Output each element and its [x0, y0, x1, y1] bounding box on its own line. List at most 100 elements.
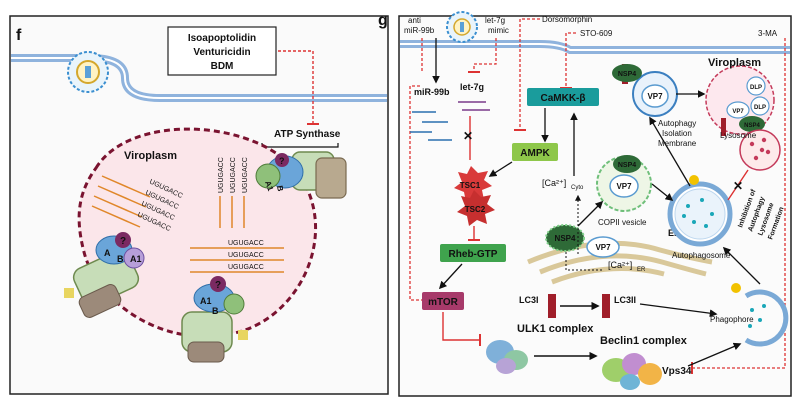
atp2-question-mark: ?: [120, 236, 126, 247]
lc3i-label: LC3I: [519, 295, 539, 305]
tsc2-label: TSC2: [465, 205, 486, 214]
rna-strands-left: [91, 175, 151, 228]
drug-venturicidin: Venturicidin: [193, 47, 250, 58]
lysosome: [739, 129, 781, 171]
anti-mir-label-line1: anti: [408, 16, 421, 25]
sequence-label-5: UGUGACC: [218, 157, 225, 193]
camkkb-label: CaMKK-β: [541, 93, 586, 104]
beclin1-label: Beclin1 complex: [600, 335, 688, 347]
copii-vesicle: VP7 NSP4: [596, 155, 652, 212]
atp2-subunit-a: A: [104, 248, 111, 258]
drug-box: [167, 26, 277, 76]
copii-to-autophagosome-arrow: [651, 183, 674, 201]
let7g-block-mark: ✕: [463, 129, 473, 143]
ca-er-sub: ER: [637, 267, 646, 273]
panel-g-letter: g: [378, 12, 388, 29]
tsc1-label: TSC1: [460, 181, 481, 190]
cell-membrane-g: [400, 40, 790, 54]
dlp-label-1: DLP: [750, 85, 762, 91]
atp3-question-mark: ?: [215, 280, 221, 291]
autophagosome: [667, 175, 733, 247]
phagophore-to-autophagosome-arrow: [722, 246, 761, 285]
lc3i-icon: [548, 294, 556, 318]
copii-vesicle-label: COPII vesicle: [598, 218, 647, 227]
drug-inhibition-line: [278, 50, 319, 125]
atp-synthase-complex-1: ? A1 B: [255, 151, 347, 199]
mtor-label: mTOR: [428, 297, 459, 308]
phagophore-label: Phagophore: [710, 315, 754, 324]
nsp4-copii-label: NSP4: [618, 162, 636, 169]
vps34-label: Vps34: [662, 366, 692, 377]
dlp-label-2: DLP: [754, 105, 766, 111]
let7g-label: let-7g: [460, 82, 484, 92]
ca-er-label: [Ca²⁺]: [608, 260, 632, 270]
vp7-er-icon: VP7: [586, 236, 620, 258]
er-to-copii-arrow: [577, 200, 604, 227]
ulk1-label: ULK1 complex: [517, 323, 594, 335]
autophagy-membrane-line1: Autophagy: [658, 119, 696, 128]
rna-strands-vertical: [219, 196, 245, 228]
lc3ii-label: LC3II: [614, 295, 636, 305]
lc3ii-icon: [602, 294, 610, 318]
sto609-label: STO-609: [580, 29, 613, 38]
panel-g: g anti miR-99b let-7g mimic Dorsomorphin…: [378, 11, 792, 397]
rotavirus-particle-icon: [67, 51, 109, 93]
ampk-label: AMPK: [520, 148, 550, 159]
atp2-subunit-b: B: [117, 254, 124, 264]
panel-f: f Isoapoptolidin Venturicidin BDM ATP Sy…: [9, 15, 389, 395]
lysosome-fusion-block-mark: ✕: [733, 179, 743, 193]
ca-cyto-sub: Cyto: [571, 185, 584, 191]
mtor-box: [422, 292, 464, 310]
tsc1-tsc2-complex: TSC1 TSC2: [454, 166, 495, 226]
sequence-label-8: UGUGACC: [228, 240, 264, 247]
ulk1-complex-icon: [486, 340, 528, 374]
vp7-copii-label: VP7: [616, 182, 632, 191]
atp1-question-mark: ?: [279, 156, 285, 166]
drug-bdm: BDM: [211, 61, 234, 72]
ca-cyto-label: [Ca²⁺]: [542, 178, 566, 188]
ca-er-dashed-link: [565, 252, 604, 271]
let7g-mimic-line1: let-7g: [485, 16, 505, 25]
dorsomorphin-label: Dorsomorphin: [542, 15, 592, 24]
rheb-box: [440, 244, 506, 262]
autophagy-isolation-membrane-vesicle: VP7 NSP4: [612, 64, 678, 117]
nsp4-er-icon: NSP4: [545, 224, 585, 252]
lysosome-fusion-block-line: [727, 169, 749, 201]
nsp4-er-label: NSP4: [555, 234, 576, 243]
ampk-to-tsc-arrow: [488, 161, 513, 177]
sequence-label-10: UGUGACC: [228, 264, 264, 271]
camkkb-box: [527, 88, 599, 106]
viroplasm-g: DLP DLP VP7 NSP4: [705, 65, 775, 136]
lysosome-label: Lysosome: [720, 131, 757, 140]
vp7-viroplasm-label: VP7: [732, 109, 744, 115]
atp3-subunit-b: B: [212, 306, 219, 316]
vp7-membrane-label: VP7: [647, 92, 663, 101]
rheb-label: Rheb-GTP: [449, 249, 498, 260]
atp3-subunit-a1: A1: [200, 296, 212, 306]
beclin1-to-phagophore-arrow: [687, 342, 742, 367]
autophagosome-to-membrane-arrow: [649, 116, 691, 187]
panel-f-letter: f: [16, 27, 22, 44]
viroplasm-g-label: Viroplasm: [708, 57, 761, 69]
atp1-subunit-b: B: [275, 185, 285, 192]
let7g-rna-icon: [458, 101, 490, 111]
atp-synthase-complex-3: ? A1 B: [181, 276, 248, 363]
autophagosome-label: Autophagosome: [672, 251, 731, 260]
atp-synthase-complex-2: ? A B A1: [64, 232, 145, 318]
anti-mir-label-line2: miR-99b: [404, 26, 435, 35]
ampk-box: [512, 143, 558, 161]
rheb-to-mtor-arrow: [438, 263, 463, 290]
beclin1-complex-icon: [602, 353, 662, 390]
atp-synthase-label: ATP Synthase: [274, 129, 341, 140]
nsp4-viroplasm-label: NSP4: [744, 123, 760, 129]
let7g-mimic-line2: mimic: [488, 26, 509, 35]
lc3ii-to-phagophore-arrow: [639, 303, 718, 318]
nsp4-membrane-label: NSP4: [618, 71, 636, 78]
mir99b-rna-icon: [410, 111, 452, 141]
autophagy-membrane-line3: Membrane: [658, 139, 697, 148]
rna-strands-right: [190, 247, 284, 273]
vp7-er-label: VP7: [595, 243, 611, 252]
sequence-label-7: UGUGACC: [242, 157, 249, 193]
viroplasm-body: [77, 127, 317, 338]
